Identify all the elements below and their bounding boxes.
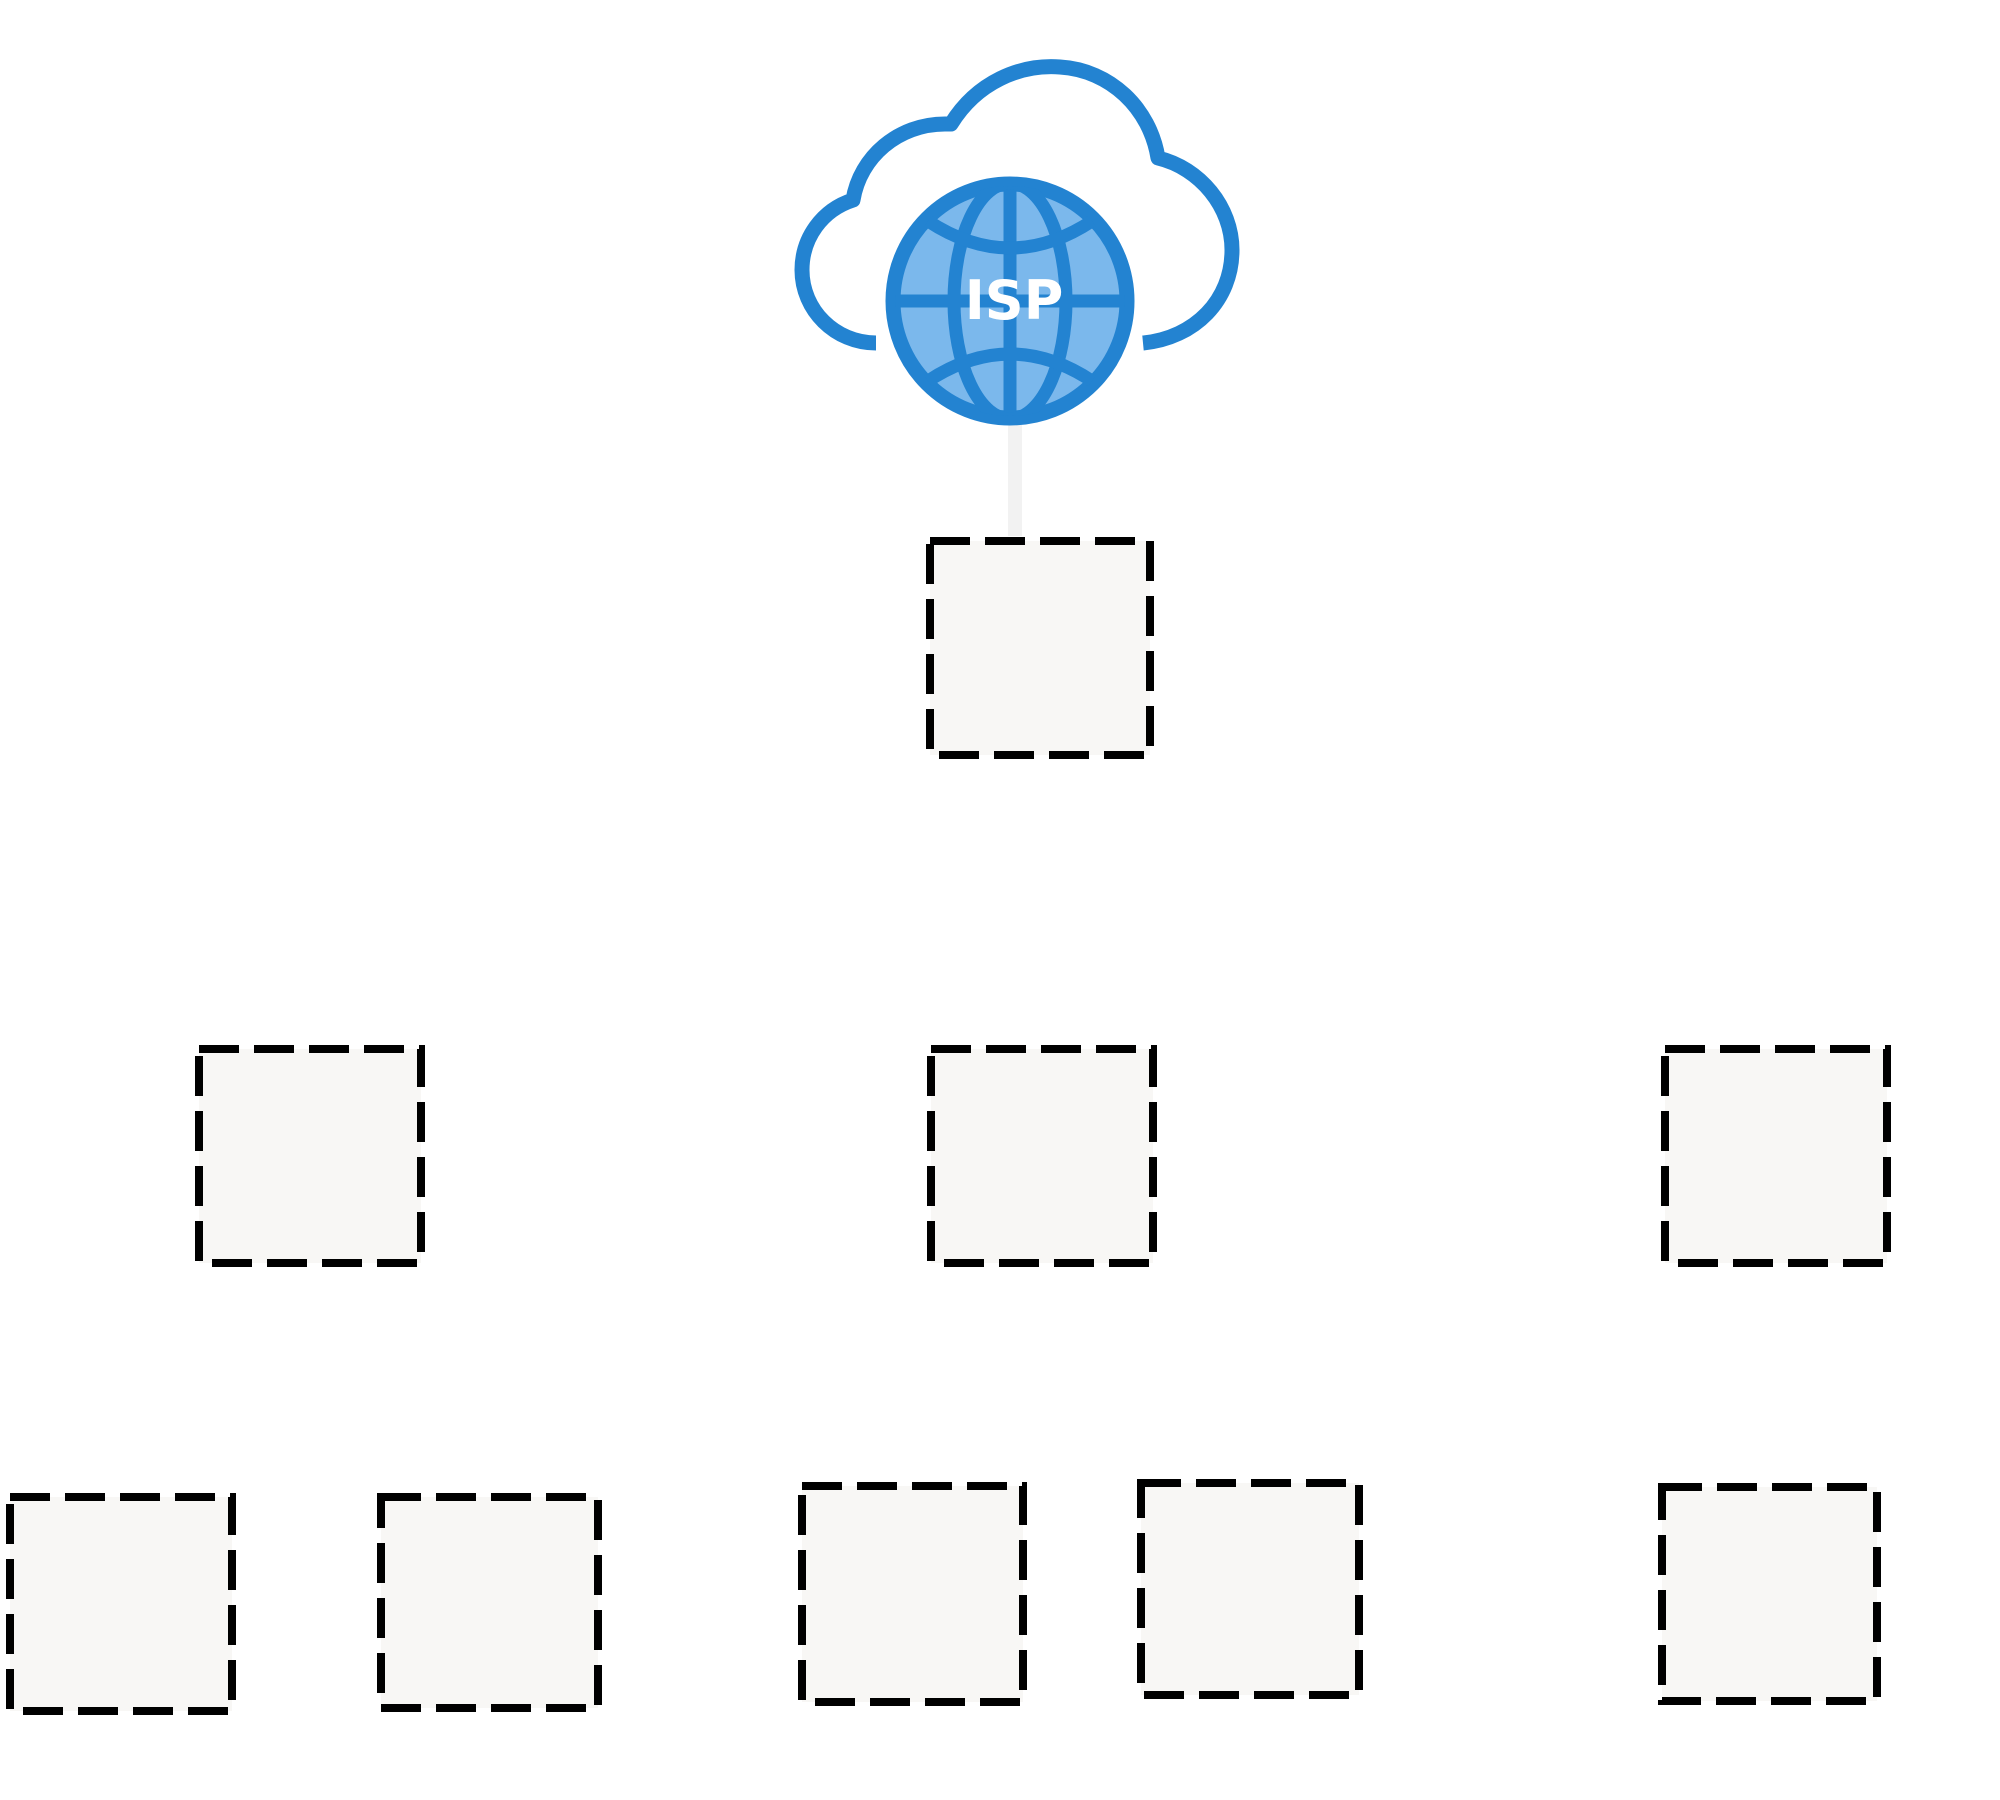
cloud-outline <box>794 59 1240 351</box>
tier-3-slot-2 <box>377 1493 602 1712</box>
tier-3-slot-5 <box>1658 1483 1881 1705</box>
tier-1-slot-1 <box>926 537 1154 759</box>
isp-cloud-icon <box>794 59 1240 351</box>
tier-3-slot-1 <box>6 1493 236 1715</box>
isp-globe-icon: ISP <box>885 176 1135 426</box>
isp-label: ISP <box>965 269 1064 332</box>
tier-3-slot-3 <box>798 1482 1027 1706</box>
tier-3-slot-4 <box>1137 1479 1363 1699</box>
tier-2-slot-3 <box>1661 1045 1891 1267</box>
tier-2-slot-2 <box>927 1045 1157 1267</box>
tier-2-slot-1 <box>195 1045 425 1267</box>
